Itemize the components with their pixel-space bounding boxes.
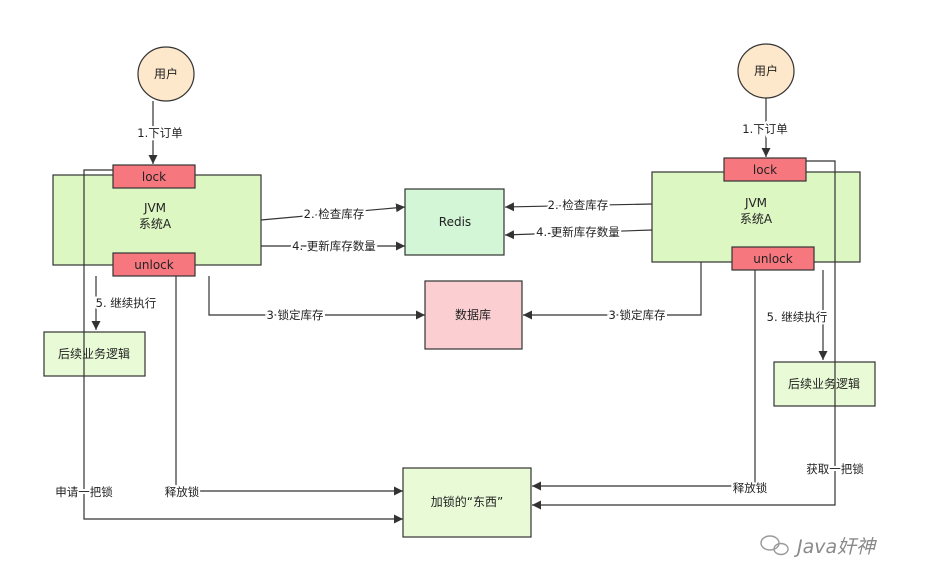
left-lock-label: lock xyxy=(142,170,166,184)
lock-thing-box xyxy=(402,467,532,538)
right-lock-stock-label: 3 锁定库存 xyxy=(609,308,666,322)
wechat-icon xyxy=(760,535,789,556)
right-unlock-label: unlock xyxy=(753,252,792,266)
right-lock-label: lock xyxy=(753,163,777,177)
redis-label: Redis xyxy=(439,215,471,229)
left-jvm-title: JVM xyxy=(143,201,166,215)
left-check-stock-arrow xyxy=(260,203,406,221)
right-check-stock-label: 2. 检查库存 xyxy=(548,198,609,212)
left-release-lock-label: 释放锁 xyxy=(165,485,200,499)
left-lock-stock-label: 3 锁定库存 xyxy=(267,308,324,322)
left-order-label: 1.下订单 xyxy=(137,126,182,140)
right-lock-box xyxy=(723,157,807,182)
watermark-text: Java奸神 xyxy=(793,536,877,558)
right-check-stock-arrow xyxy=(504,202,653,212)
right-acquire-lock-line xyxy=(532,160,836,510)
right-update-stock-arrow xyxy=(504,229,653,240)
left-followup-label: 后续业务逻辑 xyxy=(58,346,130,361)
right-unlock-box xyxy=(731,246,815,271)
redis-box xyxy=(404,188,505,256)
right-followup-box xyxy=(773,361,876,407)
right-release-lock-label: 释放锁 xyxy=(733,481,768,495)
right-order-label: 1.下订单 xyxy=(742,122,787,136)
database-label: 数据库 xyxy=(455,307,491,322)
right-followup-label: 后续业务逻辑 xyxy=(788,376,860,391)
left-jvm-subtitle: 系统A xyxy=(139,217,172,231)
right-lock-stock-arrow xyxy=(523,262,702,320)
left-update-stock-label: 4. 更新库存数量 xyxy=(292,239,376,253)
left-continue-label: 5. 继续执行 xyxy=(96,296,157,310)
left-followup-box xyxy=(43,331,146,377)
database-box xyxy=(424,280,523,350)
left-jvm-box xyxy=(52,174,262,266)
left-unlock-box xyxy=(112,252,196,277)
right-jvm-title: JVM xyxy=(744,196,767,210)
left-lock-box xyxy=(112,164,196,189)
right-continue-label: 5. 继续执行 xyxy=(767,310,828,324)
left-lock-stock-arrow xyxy=(208,276,425,320)
right-user-label: 用户 xyxy=(754,63,778,78)
left-user-node xyxy=(137,46,195,102)
right-acquire-lock-label: 获取一把锁 xyxy=(806,462,864,476)
right-release-lock-line xyxy=(532,270,756,491)
right-jvm-subtitle: 系统A xyxy=(740,212,773,226)
lock-thing-label: 加锁的“东西” xyxy=(431,494,503,509)
right-update-stock-label: 4. 更新库存数量 xyxy=(536,225,620,239)
left-check-stock-label: 2. 检查库存 xyxy=(304,207,365,221)
left-apply-lock-label: 申请一把锁 xyxy=(55,485,113,499)
left-release-lock-line xyxy=(175,276,403,496)
left-unlock-label: unlock xyxy=(134,258,173,272)
left-user-label: 用户 xyxy=(154,66,178,81)
left-apply-lock-line xyxy=(83,169,403,524)
